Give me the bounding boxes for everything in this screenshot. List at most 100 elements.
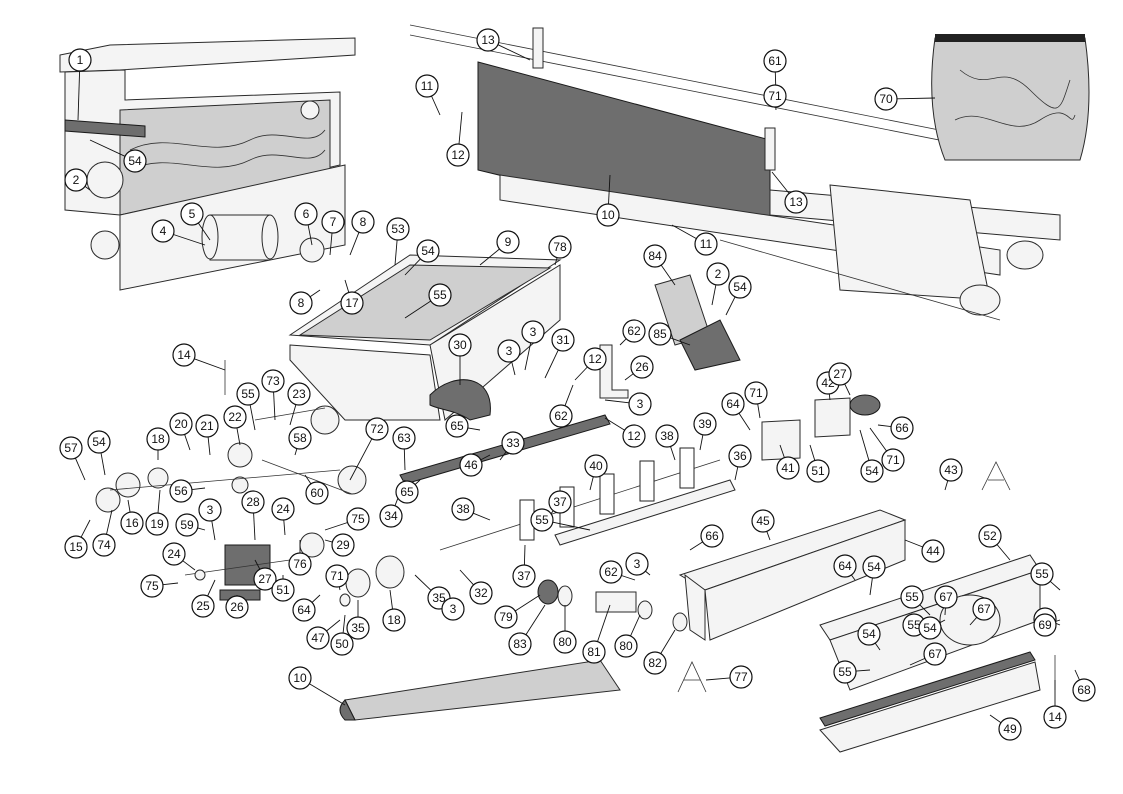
callout-number: 37 — [517, 569, 531, 583]
leader-line-8 — [309, 289, 321, 298]
callout-13: 13 — [784, 190, 808, 214]
callout-number: 54 — [128, 154, 142, 168]
callout-number: 77 — [734, 670, 748, 684]
callout-number: 36 — [733, 449, 747, 463]
callout-4: 4 — [151, 219, 175, 243]
leader-line-62 — [619, 338, 627, 346]
callout-number: 78 — [553, 240, 567, 254]
callout-80: 80 — [553, 630, 577, 654]
callout-number: 85 — [653, 327, 667, 341]
bearing-set — [339, 555, 405, 607]
callout-78: 78 — [548, 235, 572, 259]
leader-line-3 — [604, 399, 630, 404]
callout-circle — [548, 235, 572, 259]
callout-number: 38 — [456, 502, 470, 516]
leader-line-32 — [459, 569, 474, 586]
callout-number: 71 — [768, 89, 782, 103]
callout-61: 61 — [763, 49, 787, 73]
callout-7: 7 — [321, 210, 345, 234]
callout-circle — [448, 333, 472, 357]
callout-circle — [64, 168, 88, 192]
callout-number: 58 — [293, 431, 307, 445]
seed-hopper-assembly — [59, 37, 356, 291]
callout-12: 12 — [446, 143, 470, 167]
callout-12: 12 — [583, 347, 607, 371]
callout-55: 55 — [833, 660, 857, 684]
callout-number: 41 — [781, 461, 795, 475]
callout-circle — [643, 651, 667, 675]
leader-line-41 — [779, 444, 785, 458]
leader-line-54 — [874, 642, 881, 651]
callout-44: 44 — [921, 539, 945, 563]
callout-circle — [172, 343, 196, 367]
callout-circle — [151, 219, 175, 243]
callout-circle — [321, 210, 345, 234]
callout-circle — [614, 634, 638, 658]
leader-line-62 — [621, 575, 636, 581]
callout-circle — [862, 555, 886, 579]
callout-circle — [195, 414, 219, 438]
callout-circle — [271, 497, 295, 521]
leader-line-74 — [106, 509, 113, 535]
callout-circle — [241, 490, 265, 514]
callout-circle — [630, 355, 654, 379]
leader-line-28 — [253, 512, 256, 541]
callout-54: 54 — [857, 622, 881, 646]
callout-number: 12 — [627, 429, 641, 443]
callout-number: 31 — [556, 333, 570, 347]
callout-45: 45 — [751, 509, 775, 533]
callout-circle — [445, 414, 469, 438]
leader-line-68 — [1074, 669, 1080, 681]
part-1-bar — [64, 119, 146, 138]
leader-line-65 — [467, 427, 481, 431]
callout-number: 60 — [310, 486, 324, 500]
callout-circle — [180, 202, 204, 226]
part-49-channel — [819, 661, 1041, 753]
callout-3: 3 — [628, 392, 652, 416]
callout-28: 28 — [241, 490, 265, 514]
callout-29: 29 — [331, 533, 355, 557]
leader-line-54 — [725, 296, 736, 316]
callout-31: 31 — [551, 328, 575, 352]
leader-line-42 — [828, 393, 831, 401]
callout-11: 11 — [415, 74, 439, 98]
callout-circle — [890, 416, 914, 440]
callout-number: 27 — [833, 367, 847, 381]
callout-circle — [416, 239, 440, 263]
callout-circle — [721, 392, 745, 416]
callout-69: 69 — [1033, 613, 1057, 637]
leader-line-55 — [552, 521, 591, 531]
callout-38: 38 — [655, 424, 679, 448]
callout-67: 67 — [934, 585, 958, 609]
leader-line-85 — [670, 337, 691, 346]
callout-number: 46 — [464, 458, 478, 472]
callout-circle — [331, 533, 355, 557]
callout-40: 40 — [584, 454, 608, 478]
callout-51: 51 — [806, 459, 830, 483]
parts-drawing — [59, 24, 1090, 753]
callout-62: 62 — [549, 404, 573, 428]
leader-line-56 — [191, 487, 206, 491]
part-13-bracket-right — [764, 127, 776, 171]
callout-number: 5 — [189, 207, 196, 221]
callout-circle — [169, 479, 193, 503]
callout-number: 29 — [336, 538, 350, 552]
leader-line-12 — [574, 366, 588, 381]
callout-circle — [763, 84, 787, 108]
leader-line-53 — [394, 239, 398, 266]
callout-number: 54 — [923, 621, 937, 635]
callout-circle — [512, 564, 536, 588]
leader-line-3 — [645, 570, 651, 576]
callout-circle — [288, 552, 312, 576]
callout-30: 30 — [448, 333, 472, 357]
outlet-tubes — [537, 579, 688, 632]
callout-number: 55 — [838, 665, 852, 679]
callout-54: 54 — [862, 555, 886, 579]
callout-number: 4 — [160, 224, 167, 238]
callout-circle — [521, 320, 545, 344]
callout-circle — [860, 459, 884, 483]
callout-number: 49 — [1003, 722, 1017, 736]
leader-line-64 — [738, 412, 751, 431]
callout-circle — [1043, 705, 1067, 729]
callout-circle — [751, 509, 775, 533]
